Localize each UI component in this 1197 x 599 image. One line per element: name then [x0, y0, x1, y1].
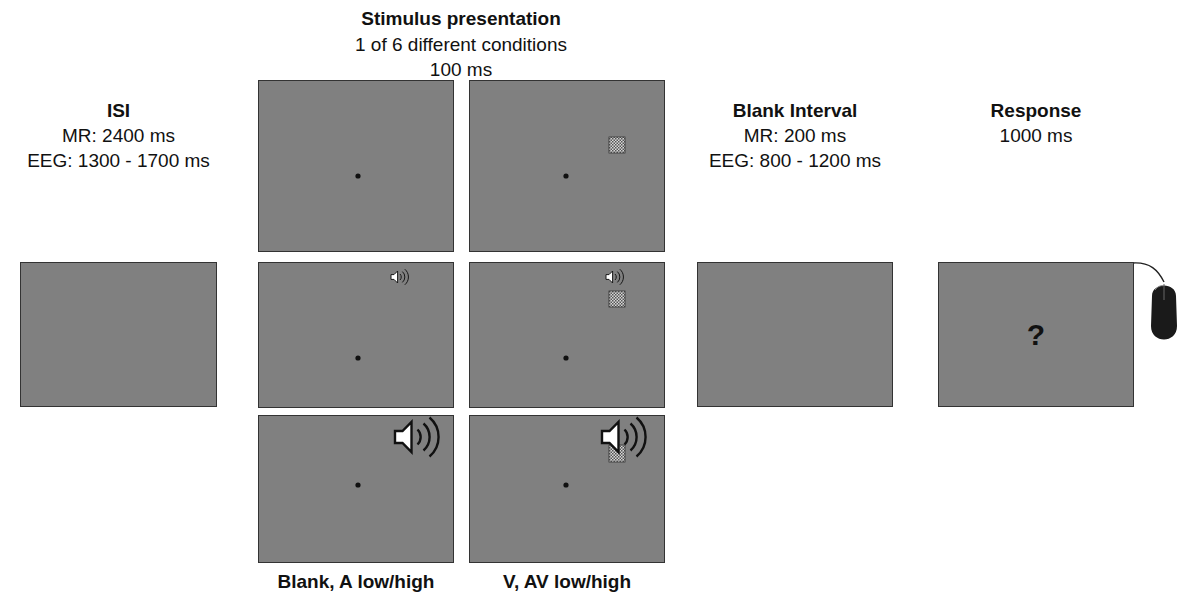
phase-duration: 1000 ms — [991, 123, 1082, 148]
response-prompt: ? — [939, 318, 1133, 352]
checkerboard — [609, 291, 625, 307]
screen-heading: ISIMR: 2400 msEEG: 1300 - 1700 ms — [27, 98, 210, 173]
screen-box: Response1000 ms? — [938, 262, 1134, 407]
stimulus-screen — [470, 416, 665, 563]
phase-duration: MR: 2400 ms — [27, 123, 210, 148]
stimulus-screen — [470, 81, 665, 252]
stimulus-screen — [259, 263, 454, 408]
phase-title: Stimulus presentation — [361, 6, 561, 31]
phase-title: ISI — [27, 98, 210, 123]
phase-duration: 100 ms — [430, 57, 492, 82]
stimulus-screen — [259, 81, 454, 252]
mouse-icon — [1151, 284, 1177, 340]
mouse-cord — [1133, 263, 1164, 282]
phase-title: Response — [991, 98, 1082, 123]
speaker-icon — [391, 269, 408, 285]
phase-duration: EEG: 800 - 1200 ms — [709, 148, 881, 173]
condition-label: Blank, A low/high — [278, 569, 435, 594]
speaker-icon — [602, 418, 646, 457]
phase-duration: MR: 200 ms — [709, 123, 881, 148]
phase-title: Blank Interval — [709, 98, 881, 123]
phase-description: 1 of 6 different conditions — [355, 32, 567, 57]
stimulus-screen — [259, 416, 454, 563]
screen-heading: Blank IntervalMR: 200 msEEG: 800 - 1200 … — [709, 98, 881, 173]
stimulus-screen — [470, 263, 665, 408]
speaker-icon — [395, 418, 439, 457]
checkerboard — [609, 137, 625, 153]
screen-box: Blank IntervalMR: 200 msEEG: 800 - 1200 … — [697, 262, 893, 407]
screen-box: ISIMR: 2400 msEEG: 1300 - 1700 ms — [20, 262, 217, 407]
condition-label: V, AV low/high — [503, 569, 631, 594]
screen-heading: Response1000 ms — [991, 98, 1082, 148]
speaker-icon — [606, 269, 623, 285]
phase-duration: EEG: 1300 - 1700 ms — [27, 148, 210, 173]
